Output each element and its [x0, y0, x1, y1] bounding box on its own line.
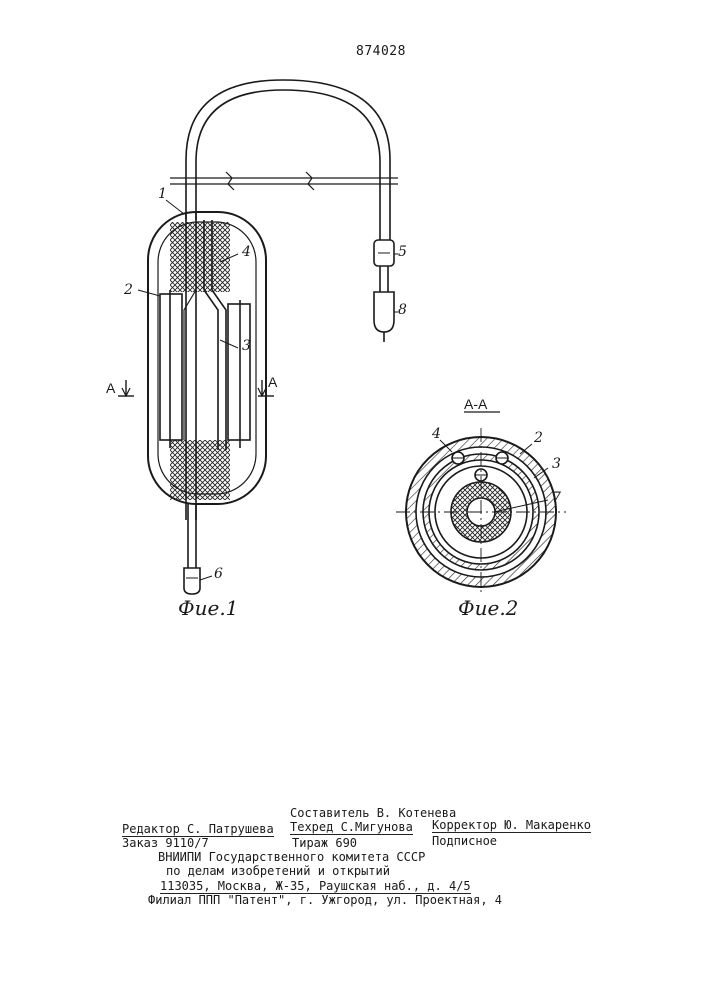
imprint-order: Заказ 9110/7: [122, 836, 209, 850]
callout-5: 5: [398, 244, 407, 260]
callout-2: 2: [124, 282, 133, 298]
figure-1-drawing: [118, 80, 398, 594]
connector-6: [184, 568, 200, 594]
callout-6: 6: [214, 566, 223, 582]
figure-2-caption: Фие.2: [458, 596, 518, 620]
section-title: А-А: [464, 396, 487, 412]
fig2-callout-7: 7: [552, 490, 561, 506]
imprint-corrector: Корректор Ю. Макаренко: [432, 818, 591, 833]
fig2-callout-2: 2: [534, 430, 543, 446]
tube-arc-outer: [186, 80, 390, 240]
connector-8: [374, 292, 394, 332]
section-mark-left: А: [106, 380, 115, 396]
section-mark-right: А: [268, 374, 277, 390]
figure-1-caption: Фие.1: [178, 596, 238, 620]
fig2-callout-3: 3: [552, 456, 561, 472]
callout-4: 4: [242, 244, 251, 260]
callout-8: 8: [398, 302, 407, 318]
fig2-callout-4: 4: [432, 426, 441, 442]
tube-arc-inner: [196, 90, 380, 240]
imprint-institution-2: по делам изобретений и открытий: [166, 864, 390, 878]
imprint-subscription: Подписное: [432, 834, 497, 848]
callout-1: 1: [158, 186, 167, 202]
imprint-institution: ВНИИПИ Государственного комитета СССР: [158, 850, 425, 864]
callout-3: 3: [242, 338, 251, 354]
imprint-editor: Редактор С. Патрушева: [122, 822, 274, 837]
imprint-circulation: Тираж 690: [292, 836, 357, 850]
imprint-address: 113035, Москва, Ж-35, Раушская наб., д. …: [160, 879, 471, 894]
imprint-branch: Филиал ППП "Патент", г. Ужгород, ул. Про…: [148, 893, 502, 907]
imprint-techred: Техред С.Мигунова: [290, 820, 413, 835]
